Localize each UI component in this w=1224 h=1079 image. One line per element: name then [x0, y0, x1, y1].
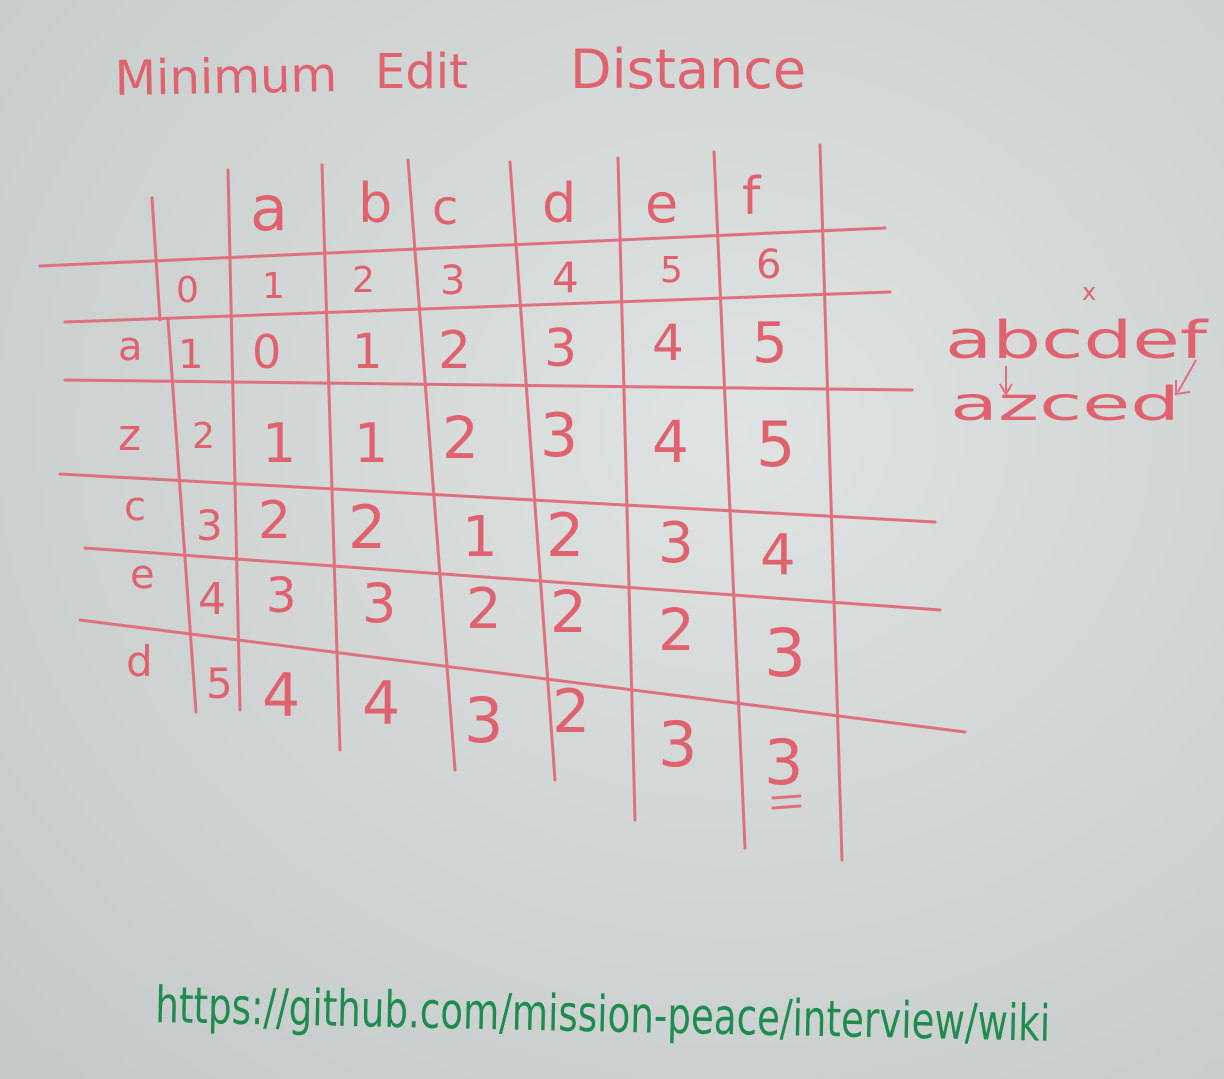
dp-table-grid [38, 143, 967, 862]
table-cell: 3 [544, 319, 577, 379]
table-cell: 5 [660, 250, 683, 291]
title-word-minimum: Minimum [114, 47, 337, 107]
column-divider [226, 168, 242, 712]
table-cell: 2 [352, 260, 375, 301]
deletion-arrow [1175, 359, 1197, 396]
table-cell: 3 [196, 501, 223, 550]
table-cell: 3 [440, 258, 465, 304]
column-divider [406, 158, 457, 772]
title-word-distance: Distance [570, 38, 806, 101]
table-cell: 0 [252, 325, 281, 379]
column-headers: a b c d e f [250, 167, 762, 245]
table-cell: 5 [752, 311, 788, 376]
table-cell: 2 [658, 596, 695, 664]
table-cell: 4 [552, 253, 579, 302]
edit-mark: x [1082, 278, 1096, 306]
table-cell: 3 [540, 401, 578, 471]
table-cell: 2 [552, 677, 590, 747]
table-cell: 2 [348, 493, 386, 563]
column-divider [166, 318, 198, 714]
column-header: e [645, 172, 678, 235]
table-cell: 1 [462, 505, 498, 570]
table-cell: 1 [354, 412, 388, 475]
table-cell: 5 [206, 659, 233, 708]
table-cell: 2 [550, 578, 587, 646]
column-divider [818, 143, 844, 862]
table-cell: 4 [652, 314, 684, 372]
alignment-target: azced [950, 377, 1180, 431]
table-cell: 2 [466, 577, 502, 642]
row-divider [58, 472, 937, 524]
row-divider [78, 618, 967, 734]
column-divider [712, 150, 747, 850]
table-cell: 3 [464, 684, 503, 757]
board-title: Minimum Edit Distance [114, 38, 806, 107]
title-word-edit: Edit [375, 44, 468, 100]
row-divider [63, 378, 914, 392]
table-cell: 2 [192, 416, 215, 457]
table-cell: 0 [176, 270, 199, 311]
column-header: c [432, 180, 458, 236]
table-cell: 4 [760, 523, 796, 588]
table-cell: 2 [546, 501, 584, 571]
column-header: f [742, 167, 762, 227]
table-cell: 2 [442, 404, 479, 472]
table-cell: 5 [756, 408, 795, 481]
column-divider [150, 196, 162, 322]
column-divider [508, 160, 557, 782]
row-header: c [124, 484, 146, 530]
column-header: d [542, 172, 576, 235]
row-headers: a z c e d [118, 324, 155, 686]
row-header: d [126, 637, 153, 686]
table-cell: 1 [262, 412, 296, 475]
table-cell: 4 [362, 669, 400, 739]
row-divider [63, 290, 892, 324]
reference-url: https://github.com/mission-peace/intervi… [155, 976, 1051, 1053]
table-cell: 3 [658, 511, 694, 576]
row-divider [83, 546, 942, 612]
row-header: e [130, 552, 155, 598]
table-cell: 3 [764, 726, 803, 799]
alignment-note: x abcdef azced [945, 278, 1209, 431]
table-cell: 2 [258, 491, 291, 551]
column-header: b [358, 172, 392, 235]
table-cell: 4 [262, 661, 300, 731]
column-divider [616, 156, 637, 822]
table-cell: 1 [352, 324, 383, 380]
column-divider [320, 163, 342, 752]
substitution-arrow [999, 366, 1013, 396]
table-cell: 1 [178, 332, 203, 378]
table-cell: 4 [198, 574, 226, 625]
table-cell: 3 [266, 568, 297, 624]
column-header: a [250, 172, 288, 245]
table-cell: 4 [652, 408, 689, 476]
dp-table-values: 0 1 2 3 4 5 6 1 0 1 2 3 4 5 2 1 1 2 3 4 … [176, 242, 806, 810]
answer-underline [771, 794, 802, 810]
table-cell: 2 [438, 321, 471, 381]
alignment-source: abcdef [945, 311, 1209, 371]
table-cell: 3 [658, 708, 697, 781]
row-header: z [118, 410, 141, 461]
table-cell: 3 [362, 572, 396, 635]
row-header: a [118, 324, 143, 370]
row-divider [38, 226, 887, 268]
table-cell: 1 [262, 266, 285, 307]
table-cell: 6 [756, 242, 781, 288]
table-cell: 3 [764, 615, 806, 692]
